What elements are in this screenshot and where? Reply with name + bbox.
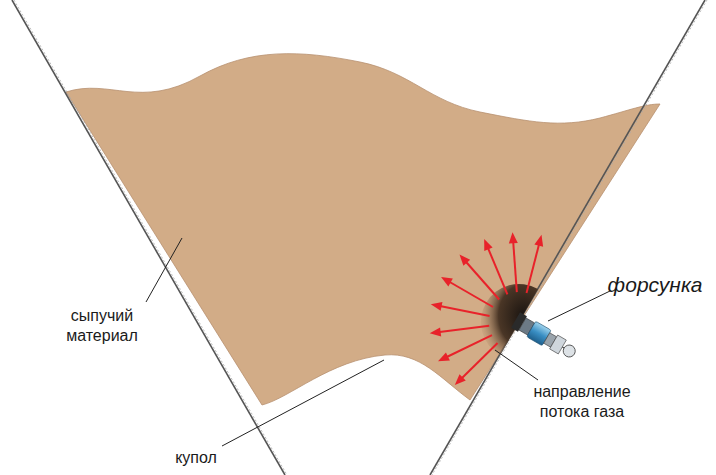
gas-arrow	[445, 335, 492, 358]
gas-arrowhead	[438, 352, 450, 361]
leader-line	[222, 360, 384, 446]
leader-line	[146, 238, 182, 302]
gas-flow-label: направление потока газа	[522, 382, 642, 422]
bulk-material	[66, 54, 660, 405]
hopper-wall-edge	[14, 0, 287, 475]
gas-arrowhead	[430, 327, 441, 336]
material-label: сыпучий материал	[57, 306, 147, 346]
leader-line	[548, 291, 610, 321]
gas-arrow	[465, 260, 499, 299]
hopper-wall	[12, 0, 285, 475]
gas-arrowhead	[441, 277, 453, 286]
dome-label: купол	[156, 448, 236, 468]
gas-arrowhead	[455, 374, 466, 385]
gas-arrowhead	[431, 302, 443, 311]
hopper-wall-edge	[432, 0, 707, 475]
gas-arrowhead	[484, 239, 492, 251]
hopper-wall	[430, 0, 705, 475]
gas-arrow	[439, 306, 490, 316]
gas-arrowhead	[534, 235, 543, 247]
gas-arrowhead	[460, 254, 471, 265]
gas-arrow	[513, 240, 517, 292]
gas-hemisphere	[481, 284, 538, 355]
nozzle-label: форсунка	[600, 272, 710, 298]
gas-arrowhead	[509, 232, 518, 243]
gas-arrow	[438, 326, 490, 333]
gas-flow-arrows	[430, 232, 543, 385]
gas-arrow	[487, 246, 507, 294]
gas-arrow	[527, 243, 540, 293]
nozzle	[511, 312, 579, 362]
leader-line	[495, 350, 538, 380]
